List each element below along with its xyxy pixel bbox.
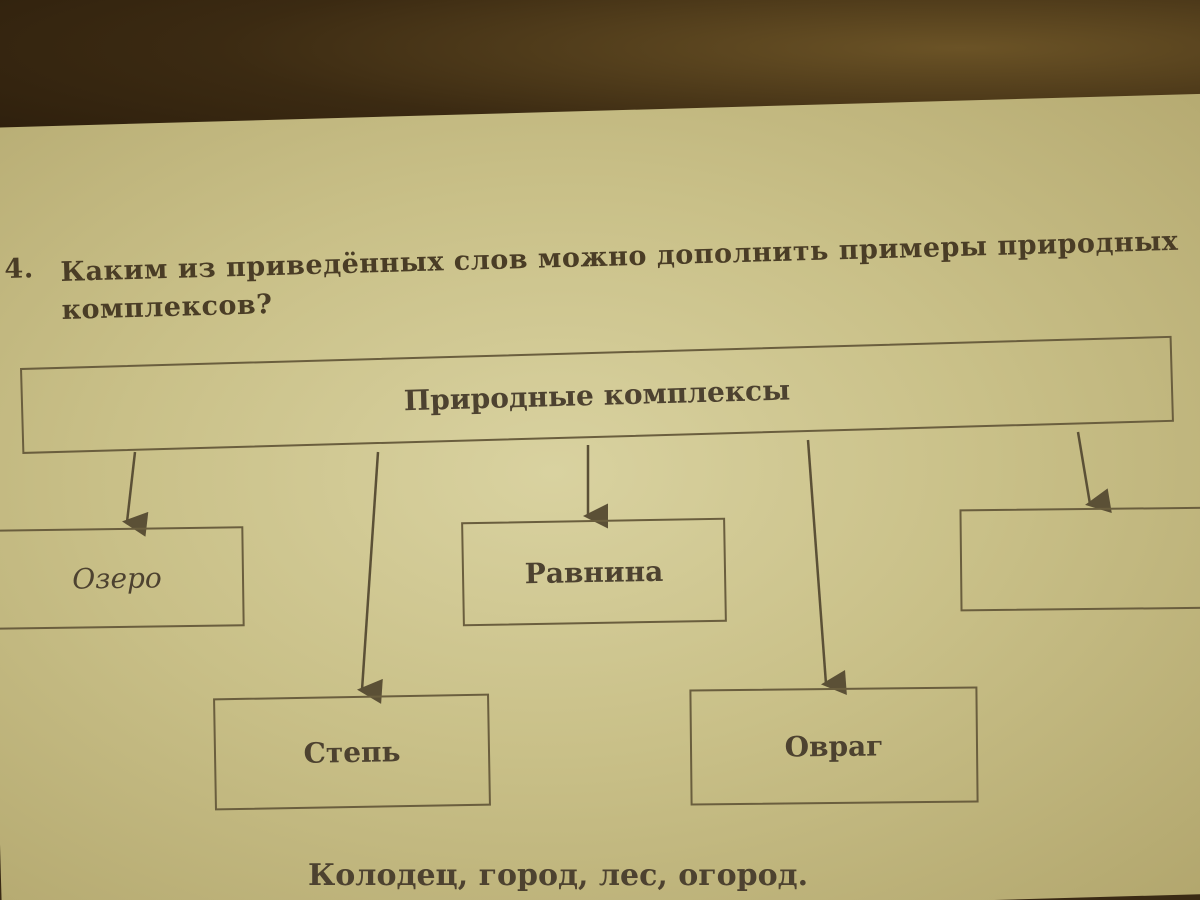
node-box-ravnina: Равнина [461,517,727,627]
node-box-ozero: Озеро [0,526,245,630]
node-box-empty [959,506,1200,612]
root-label: Природные комплексы [403,373,791,417]
paper-sheet [0,93,1200,900]
word-list: Колодец, город, лес, огород. [308,858,809,893]
node-label: Озеро [71,560,163,596]
question-number: 4. [4,253,35,285]
node-box-ovrag: Овраг [689,686,979,806]
node-label: Степь [303,734,401,770]
node-label: Равнина [524,554,664,590]
node-label: Овраг [784,728,884,764]
node-box-step: Степь [213,693,491,811]
